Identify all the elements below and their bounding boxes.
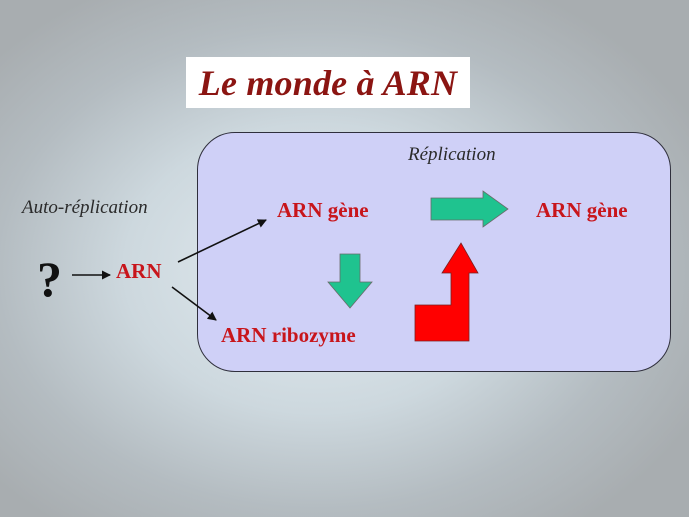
auto-replication-label: Auto-réplication [22,197,148,218]
arn-gene-right-label: ARN gène [536,198,628,222]
question-mark: ? [37,251,62,307]
green-right-arrow [430,190,509,228]
arn-ribozyme-label: ARN ribozyme [221,323,356,347]
arn-to-ribozyme-arrow [171,286,217,321]
green-down-arrow [327,253,373,309]
red-bent-up-arrow [414,242,479,342]
arn-label: ARN [116,259,162,283]
slide-title: Le monde à ARN [198,62,458,103]
arn-to-gene-arrow [177,219,267,263]
replication-label: Réplication [408,144,496,165]
arn-gene-left-label: ARN gène [277,198,369,222]
title-box: Le monde à ARN [186,57,470,108]
